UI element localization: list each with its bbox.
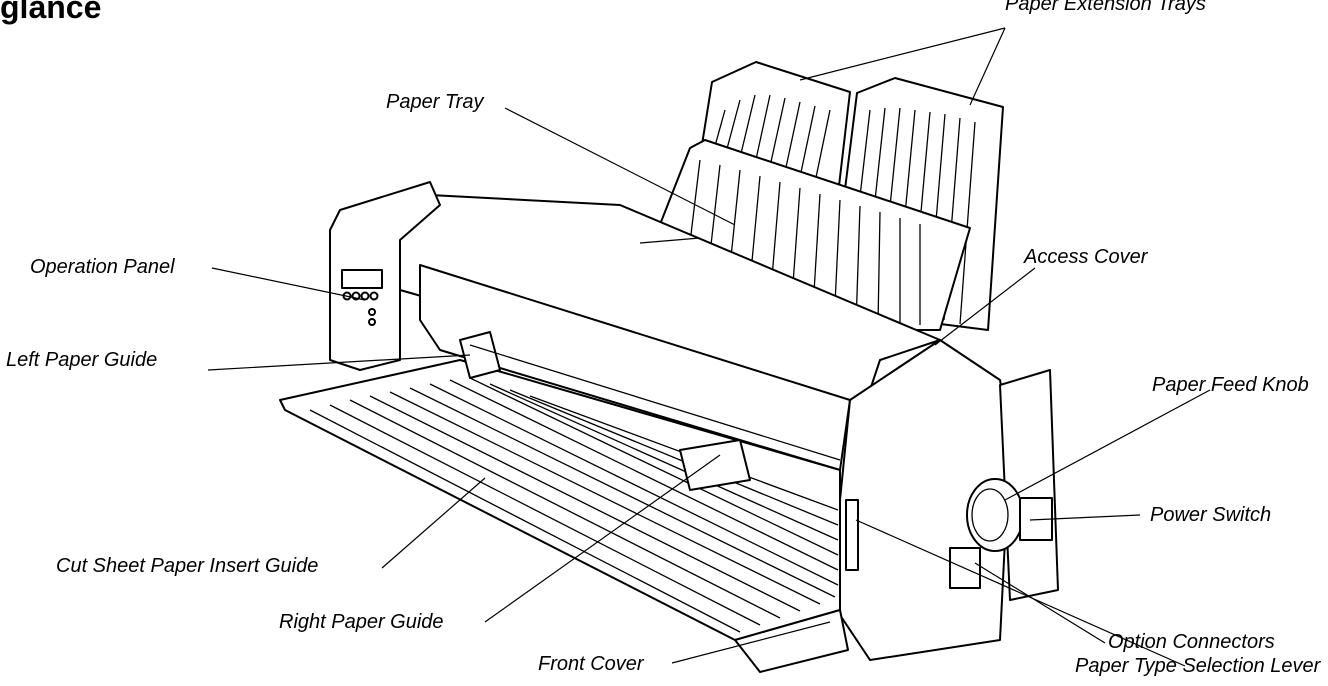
- paper-window: [419, 264, 851, 471]
- label-right-paper-guide: Right Paper Guide: [279, 611, 444, 633]
- label-paper-feed-knob: Paper Feed Knob: [1152, 374, 1309, 396]
- label-power-switch: Power Switch: [1150, 504, 1272, 526]
- leader-lines: [207, 27, 1211, 667]
- option-connectors-shape: [949, 547, 981, 589]
- label-paper-tray: Paper Tray: [386, 91, 484, 113]
- paper-feed-knob-shape: [966, 478, 1024, 552]
- front-cover-shape: [734, 609, 849, 673]
- right-paper-guide-shape: [679, 439, 751, 491]
- paper-type-lever-shape: [845, 499, 859, 571]
- label-paper-type-selection-lever: Paper Type Selection Lever: [1075, 655, 1321, 677]
- label-paper-extension-trays: Paper Extension Trays: [1005, 0, 1206, 15]
- platen-rod: [469, 344, 841, 461]
- label-option-connectors: Option Connectors: [1108, 631, 1275, 653]
- left-paper-guide-shape: [459, 331, 501, 379]
- section-heading: glance: [0, 0, 102, 25]
- label-front-cover: Front Cover: [538, 653, 644, 675]
- label-access-cover: Access Cover: [1024, 246, 1148, 268]
- label-cut-sheet-paper-insert-guide: Cut Sheet Paper Insert Guide: [56, 555, 319, 577]
- label-left-paper-guide: Left Paper Guide: [6, 349, 158, 371]
- cut-sheet-insert-guide-shape: [279, 359, 841, 641]
- label-operation-panel: Operation Panel: [30, 256, 175, 278]
- left-housing: [329, 181, 441, 371]
